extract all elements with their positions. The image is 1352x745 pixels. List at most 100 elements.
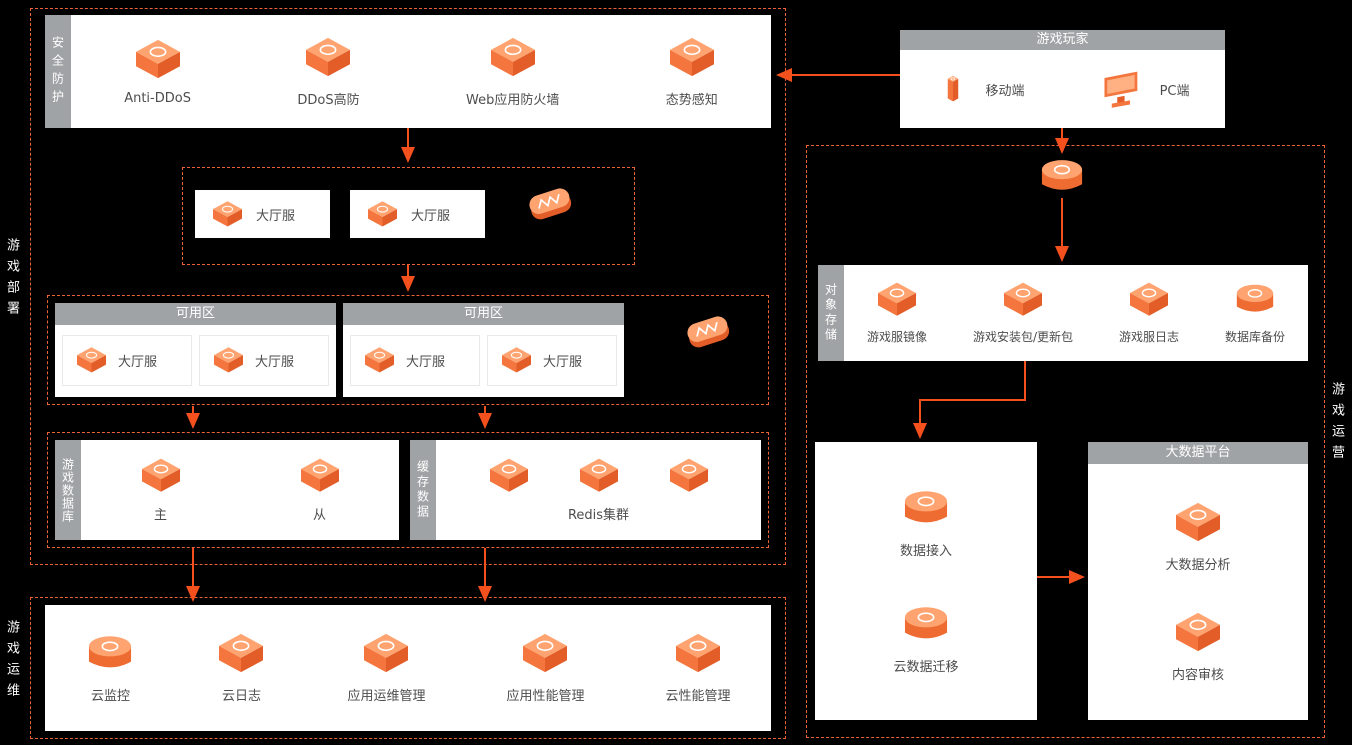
item-label: Redis集群 bbox=[567, 508, 630, 523]
pipeline-item: 云数据迁移 bbox=[893, 603, 959, 676]
lobby-server: 大厅服 bbox=[62, 335, 192, 386]
redis-node-icon bbox=[667, 457, 711, 495]
item-label: 从 bbox=[312, 508, 326, 523]
security-item: DDoS高防 bbox=[297, 36, 360, 108]
item-label: 内容审核 bbox=[1171, 667, 1224, 683]
item-label: 云性能管理 bbox=[665, 689, 731, 704]
bigdata-item: 大数据分析 bbox=[1165, 501, 1231, 574]
storage-tab: 对象存储 bbox=[818, 265, 844, 361]
bigdata-analysis-icon bbox=[1173, 501, 1223, 545]
item-label: 云日志 bbox=[221, 689, 261, 704]
security-item: Web应用防火墙 bbox=[466, 36, 559, 108]
lobby-server: 大厅服 bbox=[350, 335, 480, 386]
redis-node-icon bbox=[577, 457, 621, 495]
storage-panel: 游戏服镜像 游戏安装包/更新包 游戏服日志 数据库备份 bbox=[844, 265, 1308, 361]
zone-header: 可用区 bbox=[343, 303, 624, 325]
database-panel: 主 从 bbox=[81, 440, 399, 540]
security-item: Anti-DDoS bbox=[124, 38, 191, 106]
availability-zone-2: 可用区 大厅服 大厅服 bbox=[343, 303, 624, 397]
item-label: 应用性能管理 bbox=[506, 689, 585, 704]
cloud-performance-icon bbox=[673, 632, 723, 676]
ops-item: 应用运维管理 bbox=[347, 632, 425, 704]
players-box: 游戏玩家 移动端 PC端 bbox=[900, 30, 1225, 128]
security-panel: Anti-DDoS DDoS高防 Web应用防火墙 态势感知 bbox=[71, 15, 771, 128]
cloud-monitor-icon bbox=[85, 632, 135, 676]
content-moderation-icon bbox=[1173, 611, 1223, 655]
zone-body: 大厅服 大厅服 bbox=[55, 325, 336, 396]
pipeline-panel: 数据接入 云数据迁移 bbox=[815, 442, 1037, 720]
database-tab: 游戏数据库 bbox=[55, 440, 81, 540]
cloud-log-icon bbox=[216, 632, 266, 676]
data-migration-icon bbox=[901, 603, 951, 647]
player-mobile-item: 移动端 bbox=[936, 68, 1025, 110]
storage-item: 游戏服镜像 bbox=[867, 281, 927, 345]
server-icon bbox=[500, 346, 533, 375]
arrow-storage-to-pipeline bbox=[913, 361, 1026, 439]
mobile-icon bbox=[936, 68, 970, 110]
storage-item: 数据库备份 bbox=[1225, 281, 1285, 345]
item-label: 游戏服日志 bbox=[1118, 330, 1179, 344]
ops-item: 云监控 bbox=[85, 632, 135, 704]
server-icon bbox=[212, 346, 245, 375]
bigdata-item: 内容审核 bbox=[1172, 611, 1224, 683]
players-body: 移动端 PC端 bbox=[900, 50, 1225, 128]
ops-item: 云性能管理 bbox=[665, 632, 730, 704]
item-label: 大厅服 bbox=[411, 208, 451, 224]
item-label: Anti-DDoS bbox=[124, 90, 191, 106]
game-server-log-icon bbox=[1127, 281, 1171, 319]
item-label: 大厅服 bbox=[406, 355, 446, 370]
item-label: 大厅服 bbox=[118, 355, 158, 370]
cdn-icon bbox=[1036, 156, 1088, 198]
bigdata-header: 大数据平台 bbox=[1088, 442, 1308, 464]
load-balancer-icon bbox=[680, 308, 736, 354]
section-label-game-ops: 游戏运维 bbox=[1, 618, 22, 706]
item-label: 应用运维管理 bbox=[347, 689, 426, 704]
lobby-server-2: 大厅服 bbox=[350, 190, 485, 238]
item-label: PC端 bbox=[1159, 83, 1190, 99]
item-label: 游戏安装包/更新包 bbox=[972, 330, 1074, 344]
pipeline-item: 数据接入 bbox=[900, 487, 952, 559]
ops-item: 云日志 bbox=[216, 632, 266, 704]
db-slave-icon bbox=[298, 457, 342, 495]
server-icon bbox=[75, 346, 108, 375]
db-slave-item: 从 bbox=[298, 457, 342, 523]
bigdata-box: 大数据平台 大数据分析 内容审核 bbox=[1088, 442, 1308, 720]
item-label: 云数据迁移 bbox=[893, 660, 959, 676]
item-label: 数据接入 bbox=[899, 543, 952, 559]
cache-panel: Redis集群 bbox=[436, 440, 761, 540]
item-label: 大厅服 bbox=[255, 355, 295, 370]
cache-tab: 缓存数据 bbox=[410, 440, 436, 540]
ops-panel: 云监控 云日志 应用运维管理 应用性能管理 云性能管理 bbox=[45, 605, 771, 731]
security-tab: 安全防护 bbox=[45, 15, 71, 128]
db-master-item: 主 bbox=[139, 457, 183, 523]
section-label-game-deploy: 游戏部署 bbox=[1, 236, 22, 324]
server-icon bbox=[363, 346, 396, 375]
ddos-premium-icon bbox=[303, 36, 353, 80]
item-label: 态势感知 bbox=[665, 92, 718, 108]
availability-zone-1: 可用区 大厅服 大厅服 bbox=[55, 303, 336, 397]
lobby-server: 大厅服 bbox=[487, 335, 617, 386]
redis-cluster-icons bbox=[487, 457, 711, 495]
db-backup-icon bbox=[1233, 281, 1277, 319]
item-label: 云监控 bbox=[90, 689, 130, 704]
app-ops-management-icon bbox=[361, 632, 411, 676]
bigdata-body: 大数据分析 内容审核 bbox=[1088, 464, 1308, 720]
section-label-game-operation: 游戏运营 bbox=[1326, 380, 1347, 468]
server-icon bbox=[366, 200, 399, 229]
item-label: Web应用防火墙 bbox=[466, 92, 560, 108]
zone-header: 可用区 bbox=[55, 303, 336, 325]
storage-item: 游戏安装包/更新包 bbox=[973, 281, 1073, 345]
ops-item: 应用性能管理 bbox=[506, 632, 584, 704]
item-label: 数据库备份 bbox=[1224, 330, 1285, 344]
lobby-server: 大厅服 bbox=[199, 335, 329, 386]
waf-icon bbox=[488, 36, 538, 80]
game-server-image-icon bbox=[875, 281, 919, 319]
data-ingest-icon bbox=[901, 487, 951, 531]
situation-awareness-icon bbox=[667, 36, 717, 80]
security-item: 态势感知 bbox=[666, 36, 718, 108]
pc-icon bbox=[1096, 68, 1144, 110]
item-label: DDoS高防 bbox=[297, 92, 360, 108]
app-performance-icon bbox=[520, 632, 570, 676]
item-label: 大数据分析 bbox=[1165, 558, 1231, 574]
